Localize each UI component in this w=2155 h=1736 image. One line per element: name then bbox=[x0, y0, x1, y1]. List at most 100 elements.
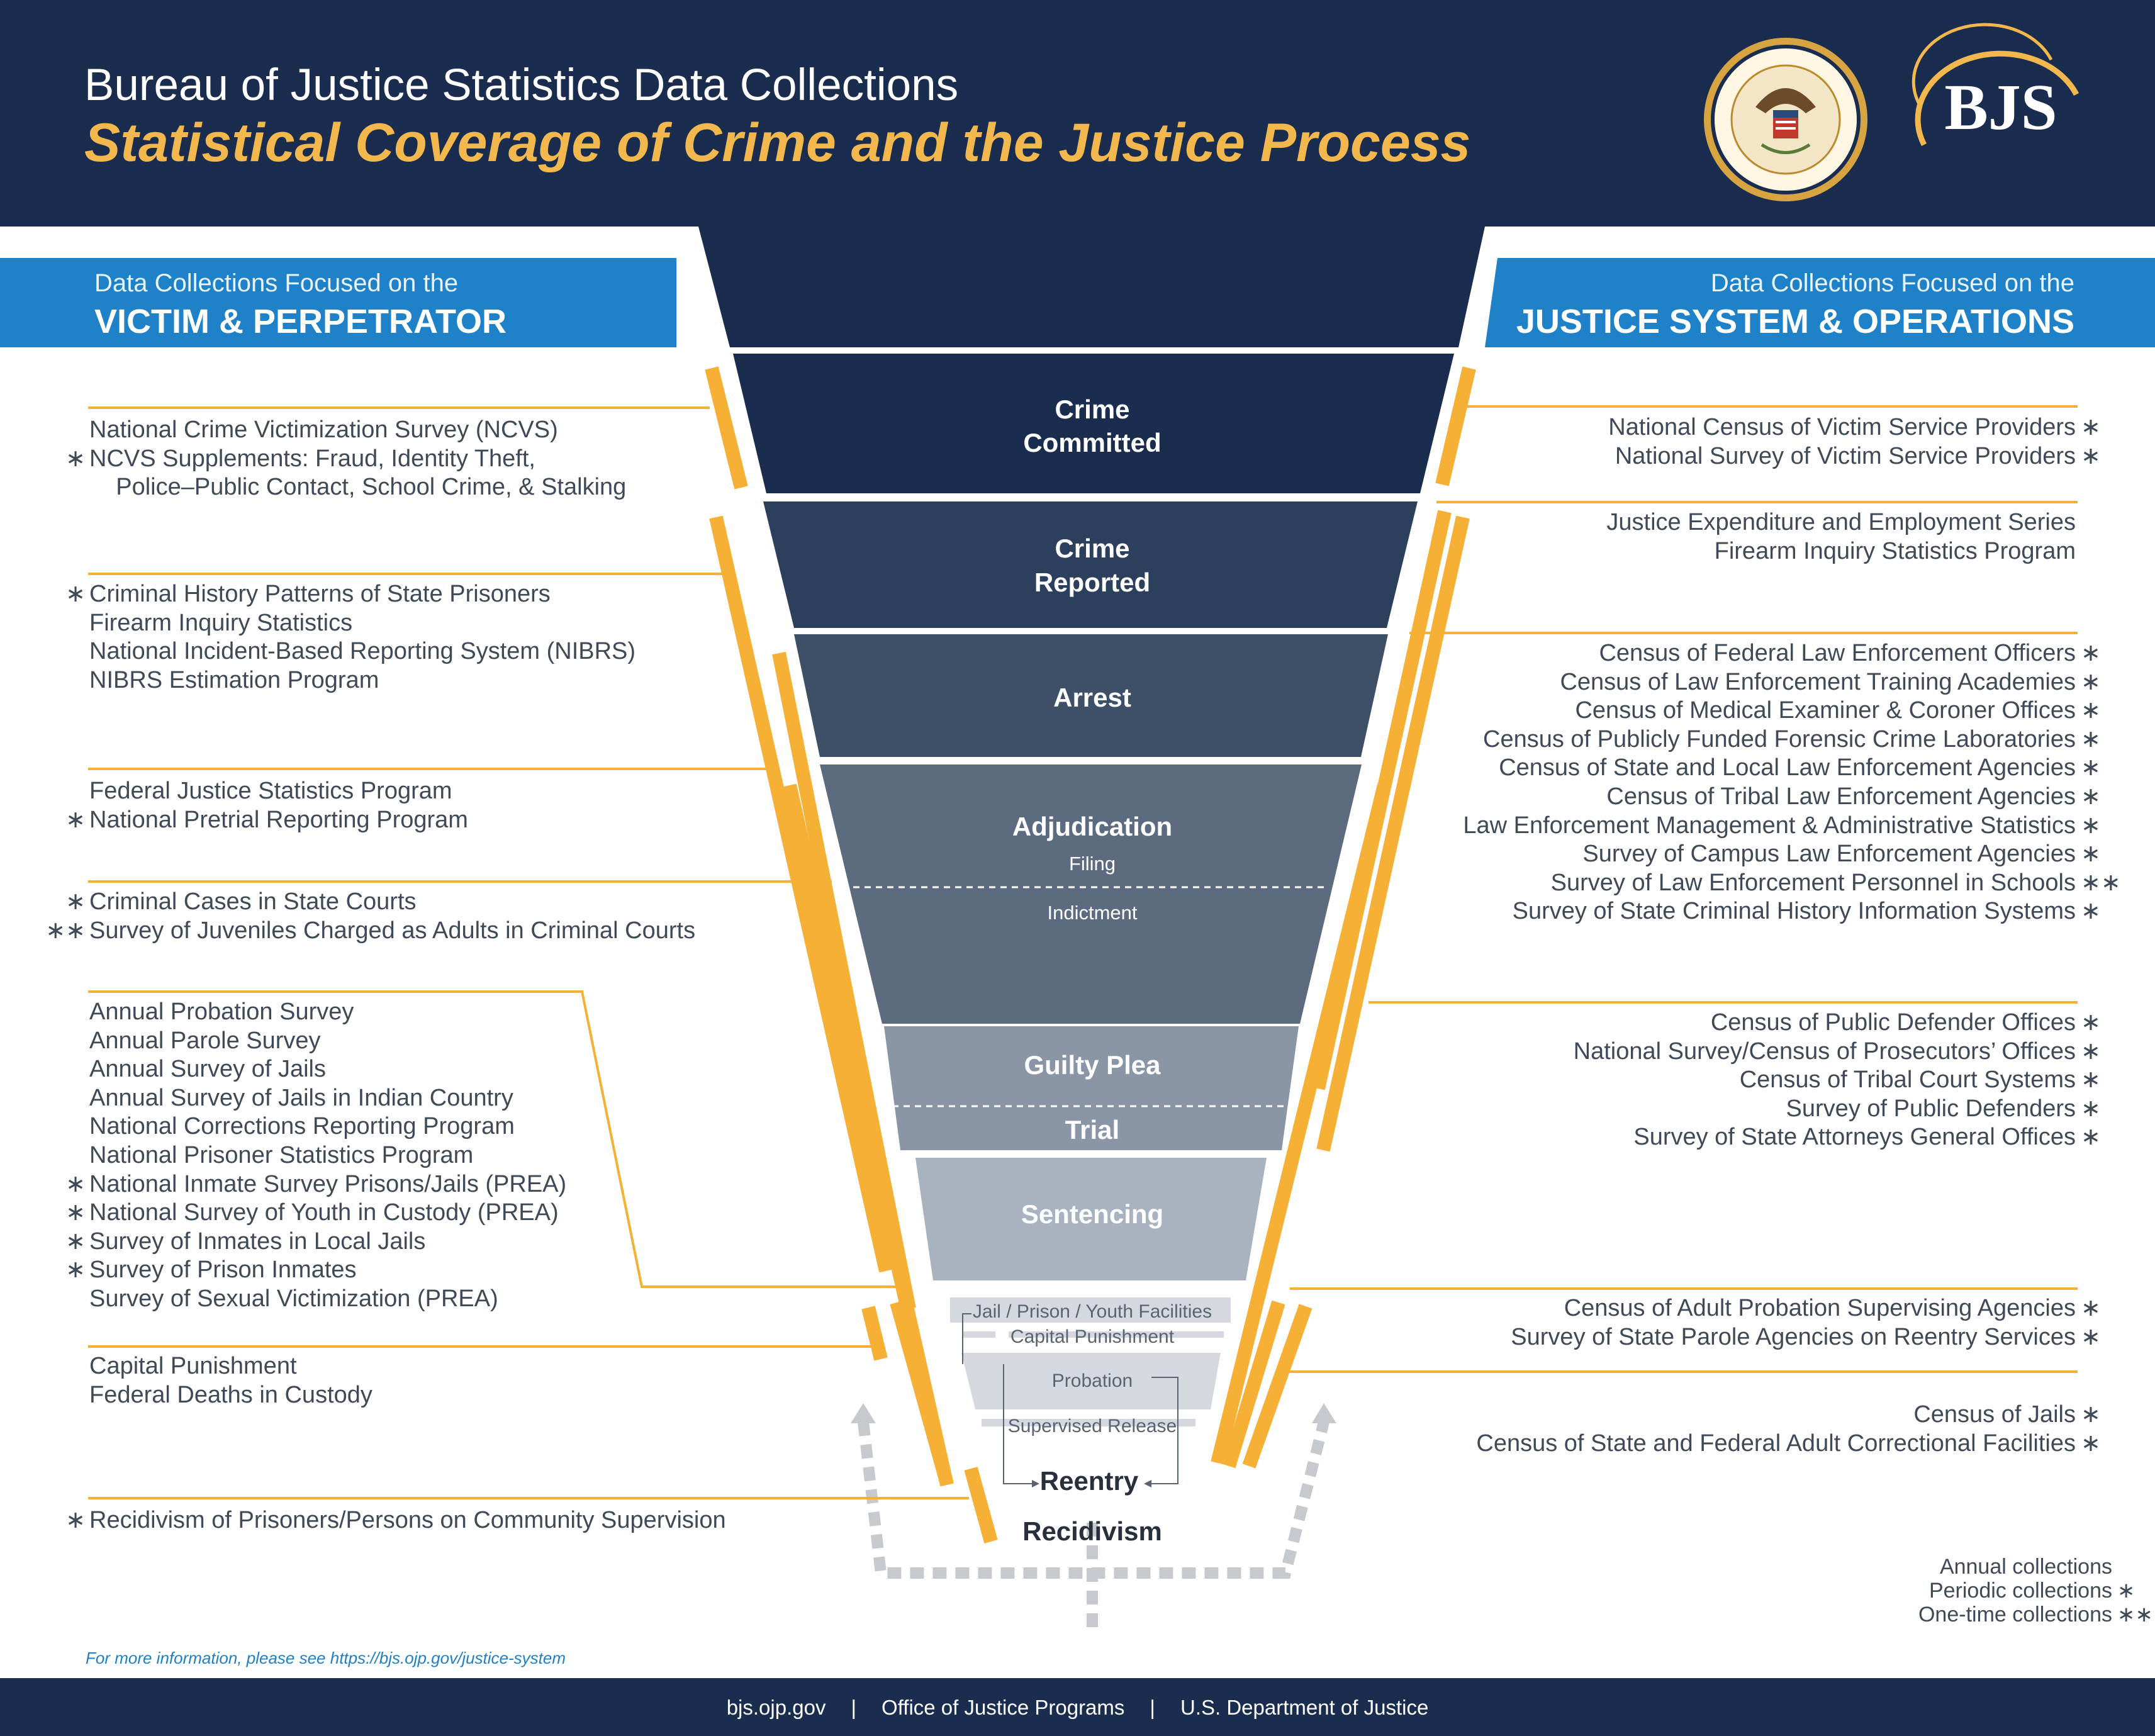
right-list-item: Law Enforcement Management & Administrat… bbox=[1463, 812, 2101, 841]
footer-site-link[interactable]: bjs.ojp.gov bbox=[726, 1696, 826, 1719]
left-list-item-text: Recidivism of Prisoners/Persons on Commu… bbox=[89, 1507, 726, 1533]
left-list-item: NCVS Supplements: Fraud, Identity Theft,… bbox=[65, 445, 626, 474]
legend-item-text: Periodic collections bbox=[1928, 1579, 2112, 1603]
right-list-item-text: National Survey of Victim Service Provid… bbox=[1615, 442, 2076, 469]
left-list-item: Criminal Cases in State Courts∗ bbox=[65, 888, 695, 917]
left-list-item-text: Federal Deaths in Custody bbox=[89, 1381, 372, 1408]
collection-frequency-mark: ∗ bbox=[2081, 442, 2101, 469]
left-list-item-text: Survey of Juveniles Charged as Adults in… bbox=[89, 917, 696, 944]
left-list-item: Federal Justice Statistics Program bbox=[89, 777, 468, 806]
left-band-line2: VICTIM & PERPETRATOR bbox=[94, 303, 507, 340]
collection-frequency-mark: ∗ bbox=[65, 1257, 86, 1284]
left-list-item: Annual Survey of Jails in Indian Country bbox=[89, 1084, 566, 1113]
left-list-item-text: Annual Survey of Jails in Indian Country bbox=[89, 1084, 513, 1111]
right-list-item-text: Census of State and Local Law Enforcemen… bbox=[1499, 754, 2076, 781]
footer-doj-link[interactable]: U.S. Department of Justice bbox=[1180, 1696, 1429, 1719]
left-list-item-text: National Corrections Reporting Program bbox=[89, 1113, 515, 1140]
footer-sep: | bbox=[1150, 1696, 1155, 1719]
right-list-item-text: Census of Public Defender Offices bbox=[1710, 1009, 2076, 1036]
left-list-item-text: National Incident-Based Reporting System… bbox=[89, 638, 636, 665]
right-list-item: Survey of State Criminal History Informa… bbox=[1463, 897, 2101, 926]
right-list-item-text: Law Enforcement Management & Administrat… bbox=[1463, 812, 2076, 839]
left-list-item: Federal Deaths in Custody bbox=[89, 1381, 372, 1410]
legend-item-text: One-time collections bbox=[1918, 1603, 2112, 1627]
left-list-group: Criminal Cases in State Courts∗Survey of… bbox=[45, 888, 696, 945]
collection-frequency-mark: ∗ bbox=[2081, 812, 2101, 839]
left-list-item: National Prisoner Statistics Program bbox=[89, 1141, 566, 1170]
right-band-line1: Data Collections Focused on the bbox=[1710, 269, 2074, 297]
right-list-item-text: Survey of Public Defenders bbox=[1786, 1095, 2076, 1122]
right-list-item: Survey of Public Defenders∗ bbox=[1574, 1095, 2101, 1124]
left-list-item: National Inmate Survey Prisons/Jails (PR… bbox=[65, 1170, 566, 1199]
left-list-item-text: Firearm Inquiry Statistics bbox=[89, 609, 353, 636]
left-list-item: Survey of Inmates in Local Jails∗ bbox=[65, 1228, 566, 1257]
right-list-item: Census of State and Local Law Enforcemen… bbox=[1463, 754, 2101, 783]
left-list-item: National Crime Victimization Survey (NCV… bbox=[89, 416, 626, 445]
right-list-item-text: Census of Tribal Law Enforcement Agencie… bbox=[1606, 783, 2076, 810]
stage-arrest-label: Arrest bbox=[1053, 683, 1131, 712]
right-list-item-text: Survey of State Attorneys General Office… bbox=[1633, 1124, 2076, 1151]
left-list-item-text: Survey of Sexual Victimization (PREA) bbox=[89, 1285, 498, 1312]
left-list-item-text: National Pretrial Reporting Program bbox=[89, 806, 468, 833]
right-list-item-text: Census of Medical Examiner & Coroner Off… bbox=[1575, 697, 2076, 724]
stage-crime-reported bbox=[763, 501, 1418, 628]
right-list-item: Census of State and Federal Adult Correc… bbox=[1476, 1430, 2100, 1459]
left-list-item-text: Annual Survey of Jails bbox=[89, 1056, 326, 1083]
header-title: Bureau of Justice Statistics Data Collec… bbox=[84, 60, 959, 110]
left-list-item: Annual Parole Survey bbox=[89, 1027, 566, 1056]
bjs-logo-icon: BJS bbox=[1912, 23, 2079, 147]
left-list-item-text: Police–Public Contact, School Crime, & S… bbox=[89, 474, 627, 501]
right-band bbox=[1485, 258, 2155, 347]
right-list-item: Census of Publicly Funded Forensic Crime… bbox=[1463, 725, 2101, 754]
more-info-link[interactable]: For more information, please see https:/… bbox=[86, 1649, 566, 1667]
right-list-group: Census of Public Defender Offices∗Nation… bbox=[1574, 1009, 2101, 1152]
left-list-item: Police–Public Contact, School Crime, & S… bbox=[89, 473, 626, 502]
collection-frequency-mark: ∗ bbox=[65, 1228, 86, 1255]
left-list-item-text: Survey of Prison Inmates bbox=[89, 1257, 357, 1284]
collection-frequency-mark: ∗ bbox=[65, 1507, 86, 1533]
stage-jail-label: Jail / Prison / Youth Facilities bbox=[973, 1301, 1212, 1322]
right-band-line2: JUSTICE SYSTEM & OPERATIONS bbox=[1516, 303, 2074, 340]
right-list-item-text: Census of Publicly Funded Forensic Crime… bbox=[1483, 725, 2076, 753]
right-list-item-text: Census of Law Enforcement Training Acade… bbox=[1560, 668, 2076, 695]
right-list-item: Census of Law Enforcement Training Acade… bbox=[1463, 668, 2100, 697]
stage-filing-label: Filing bbox=[1069, 853, 1116, 875]
left-list-item-text: Federal Justice Statistics Program bbox=[89, 778, 452, 804]
stage-reentry-label: Reentry bbox=[1040, 1466, 1139, 1496]
collection-frequency-mark: ∗ bbox=[2081, 898, 2101, 925]
collection-frequency-mark: ∗∗ bbox=[2081, 869, 2121, 896]
header-subtitle: Statistical Coverage of Crime and the Ju… bbox=[84, 113, 1471, 173]
stage-trial-label: Trial bbox=[1065, 1115, 1119, 1145]
legend-item: Annual collections bbox=[1918, 1555, 2112, 1579]
left-list-item-text: National Crime Victimization Survey (NCV… bbox=[89, 417, 558, 443]
stage-arrest bbox=[794, 634, 1388, 757]
footer-ojp-link[interactable]: Office of Justice Programs bbox=[882, 1696, 1125, 1719]
left-list-item: Criminal History Patterns of State Priso… bbox=[65, 580, 635, 609]
left-list-item: Survey of Prison Inmates∗ bbox=[65, 1256, 566, 1285]
right-list-item-text: Justice Expenditure and Employment Serie… bbox=[1606, 509, 2076, 535]
left-list-group: Criminal History Patterns of State Priso… bbox=[65, 580, 636, 695]
stage-crime-committed-line2: Committed bbox=[1023, 428, 1161, 457]
right-list-item: National Survey/Census of Prosecutors’ O… bbox=[1574, 1038, 2101, 1067]
legend-item-text: Annual collections bbox=[1939, 1555, 2112, 1579]
collection-frequency-mark: ∗ bbox=[2081, 783, 2101, 810]
stage-capital-label: Capital Punishment bbox=[1010, 1326, 1175, 1347]
legend-item-mark: ∗∗ bbox=[2117, 1603, 2153, 1627]
left-list-item-text: Criminal History Patterns of State Priso… bbox=[89, 581, 551, 607]
right-list-item-text: Firearm Inquiry Statistics Program bbox=[1714, 537, 2076, 564]
right-list-item: Survey of Law Enforcement Personnel in S… bbox=[1463, 869, 2121, 898]
left-list-item-text: Survey of Inmates in Local Jails bbox=[89, 1228, 426, 1255]
collection-frequency-mark: ∗ bbox=[2081, 697, 2101, 724]
stage-crime-committed-line1: Crime bbox=[1055, 395, 1129, 424]
left-list-item: NIBRS Estimation Program bbox=[89, 666, 635, 695]
left-band bbox=[0, 258, 676, 347]
collection-frequency-mark: ∗ bbox=[2081, 1323, 2101, 1350]
collection-frequency-mark: ∗ bbox=[65, 888, 86, 915]
stage-supervised-label: Supervised Release bbox=[1008, 1416, 1177, 1436]
stage-recidivism-label: Recidivism bbox=[1022, 1516, 1162, 1546]
stage-adjudication-label: Adjudication bbox=[1012, 812, 1172, 841]
left-list-item: Survey of Sexual Victimization (PREA) bbox=[89, 1285, 566, 1314]
